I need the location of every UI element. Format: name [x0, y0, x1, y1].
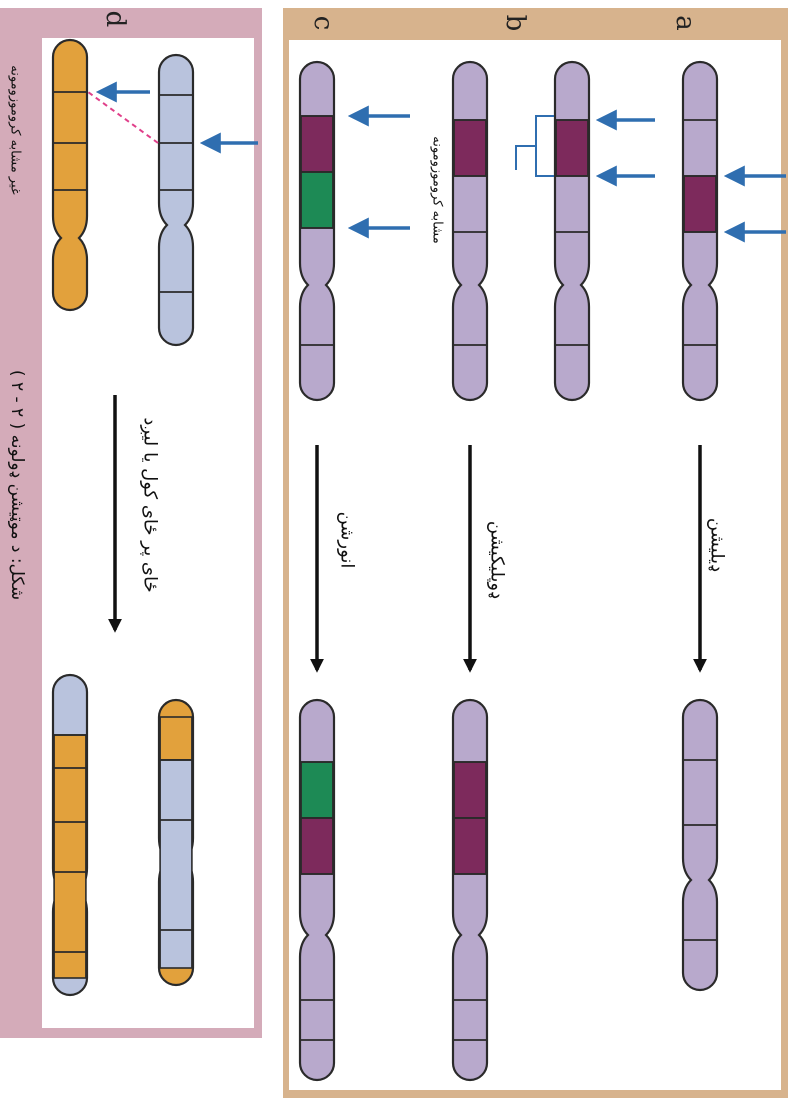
chromosome-c-result	[300, 700, 334, 1080]
chromosome-b-result-body	[453, 700, 487, 1080]
chromosome-d-result-blue-segment-2	[160, 760, 192, 968]
chromosome-c-result-segment-2	[301, 818, 333, 874]
chromosome-a-original-segment-1	[684, 176, 716, 232]
label-inversion: انورشن	[337, 512, 358, 569]
chromosome-d-blue	[159, 55, 193, 345]
label-translocation: ځای پر ځای کول یا لیږد	[140, 417, 161, 592]
chromosome-b-homolog	[453, 62, 487, 400]
chromosome-b-homolog-segment-1	[454, 120, 486, 176]
chromosome-c-original-body	[300, 62, 334, 400]
chromosome-d-blue-body	[159, 55, 193, 345]
chromosome-d-result-orange	[53, 675, 87, 995]
label-duplication: ډوپلیکیشن	[487, 521, 508, 599]
chromosome-c-result-body	[300, 700, 334, 1080]
chromosome-c-original	[300, 62, 334, 400]
label-homologous: مشابه کروموزومونه	[430, 136, 445, 243]
chromosome-d-result-orange-segment-1	[54, 735, 86, 978]
chromosome-b-result-segment-2	[454, 818, 486, 874]
chromosome-d-result-blue	[159, 700, 193, 985]
chromosome-b-original-segment-1	[556, 120, 588, 176]
chromosome-c-original-segment-1	[301, 116, 333, 172]
chromosome-c-original-segment-2	[301, 172, 333, 228]
chromosome-d-orange	[53, 40, 87, 310]
bracket-b	[516, 116, 554, 176]
label-non-homologous: غیر مشابه کروموزومونه	[8, 65, 23, 194]
chromosome-d-result-blue-segment-1	[160, 717, 192, 760]
chromosome-b-homolog-body	[453, 62, 487, 400]
chromosome-a-result-body	[683, 700, 717, 990]
chromosome-b-original-body	[555, 62, 589, 400]
chromosome-a-original	[683, 62, 717, 400]
chromosome-a-result	[683, 700, 717, 990]
dashed-link-d	[88, 92, 158, 143]
chromosome-b-result-segment-1	[454, 762, 486, 818]
chromosome-c-result-segment-1	[301, 762, 333, 818]
chromosome-b-result	[453, 700, 487, 1080]
chromosome-b-original	[555, 62, 589, 400]
label-deletion: ډیلیشن	[707, 518, 728, 572]
chromosome-d-orange-body	[53, 40, 87, 310]
figure-caption: ( ۲ - ۲ ) شکل: د موټیشن ډولونه	[7, 370, 27, 600]
